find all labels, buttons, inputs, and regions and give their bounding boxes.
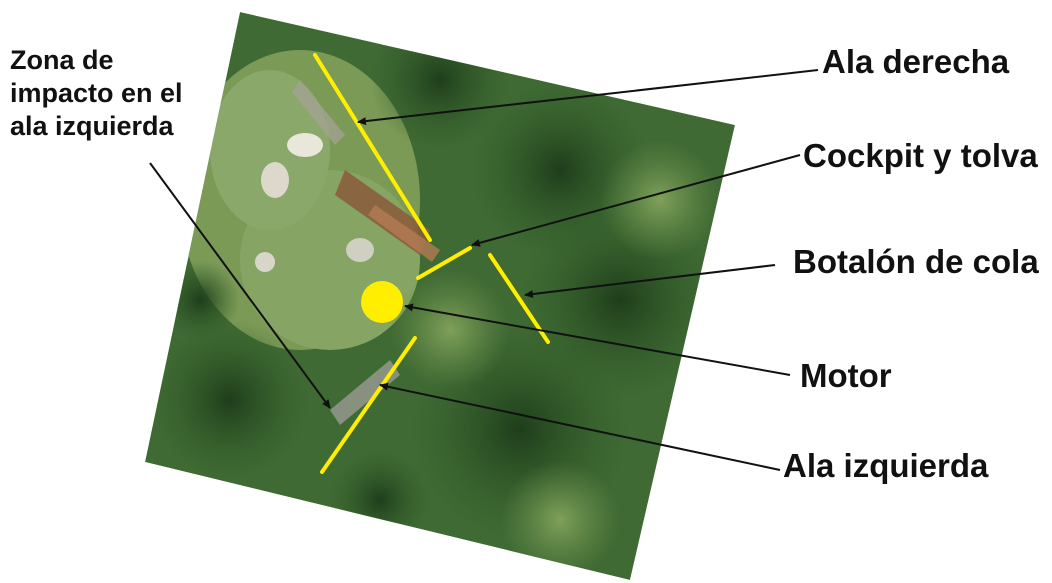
- aerial-photo: [145, 12, 735, 580]
- left-wing-label: Ala izquierda: [783, 447, 989, 484]
- arrow-tail-boom: [524, 264, 776, 299]
- tail-boom-label: Botalón de cola: [793, 243, 1039, 280]
- arrow-engine: [404, 303, 791, 376]
- cockpit-label: Cockpit y tolva: [803, 137, 1038, 174]
- leader-lines: [149, 69, 819, 471]
- cockpit-marker: [416, 246, 472, 280]
- engine-marker: [361, 281, 403, 323]
- right-wing-marker: [313, 53, 432, 242]
- arrow-left-wing: [379, 382, 781, 471]
- engine-label: Motor: [800, 357, 892, 394]
- left-wing-marker: [320, 336, 417, 474]
- wreck-markings: [313, 53, 550, 474]
- arrow-right-wing: [357, 69, 819, 126]
- impact-zone-label: Zona de impacto en el ala izquierda: [10, 45, 183, 141]
- arrow-cockpit: [471, 154, 801, 247]
- tail-boom-marker: [488, 253, 550, 344]
- right-wing-label: Ala derecha: [822, 43, 1010, 80]
- arrow-impact-zone: [149, 162, 331, 409]
